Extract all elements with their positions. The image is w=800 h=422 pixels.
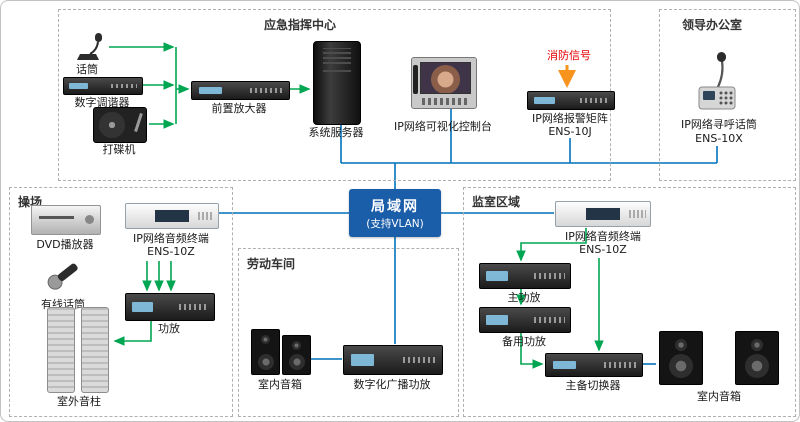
console-screen <box>420 62 471 94</box>
group-title-command-center: 应急指挥中心 <box>264 18 337 32</box>
alarm-matrix-model: ENS-10J <box>548 125 592 138</box>
system-server-icon <box>313 41 361 125</box>
group-workshop: 劳动车间 <box>238 248 459 417</box>
visual-console-label: IP网络可视化控制台 <box>394 120 492 133</box>
switcher-icon <box>545 353 643 377</box>
broadcast-amp-icon <box>343 345 443 375</box>
handset-icon <box>413 65 418 94</box>
main-amp-icon <box>479 263 571 289</box>
group-title-workshop: 劳动车间 <box>247 257 296 271</box>
dvd-player-icon <box>31 205 101 235</box>
lan-node: 局域网 (支持VLAN) <box>349 189 441 237</box>
wire-amp-columns <box>113 320 152 346</box>
paging-mic-model: ENS-10X <box>695 132 743 145</box>
visual-console-icon <box>411 57 477 109</box>
outdoor-column-icon <box>81 307 109 393</box>
dvd-player-label: DVD播放器 <box>36 238 94 251</box>
paging-mic-icon <box>693 51 741 113</box>
audio-terminal-right-model: ENS-10Z <box>579 243 627 256</box>
cd-deck-icon <box>93 107 147 143</box>
preamplifier-label: 前置放大器 <box>211 102 267 115</box>
outdoor-column-icon <box>47 307 75 393</box>
workshop-speakers-label: 室内音箱 <box>258 378 302 391</box>
audio-terminal-left-icon <box>125 203 219 229</box>
backup-amp-label: 备用功放 <box>502 335 546 348</box>
broadcast-amp-label: 数字化广播功放 <box>353 378 431 391</box>
amplifier-label: 功放 <box>158 322 180 335</box>
cd-deck-label: 打碟机 <box>102 143 136 156</box>
gooseneck-mic-icon <box>73 31 109 63</box>
lan-title: 局域网 <box>371 198 419 215</box>
audio-terminal-right-icon <box>555 201 651 227</box>
group-title-cell-area: 监室区域 <box>472 195 521 209</box>
cell-speakers-label: 室内音箱 <box>697 390 741 403</box>
audio-terminal-right-label: IP网络音频终端 <box>565 230 641 243</box>
main-amp-label: 主功放 <box>507 291 541 304</box>
audio-terminal-left-label: IP网络音频终端 <box>133 232 209 245</box>
group-title-leader-office: 领导办公室 <box>682 18 743 32</box>
indoor-speaker-icon <box>735 331 779 385</box>
group-cell-area: 监室区域 <box>463 187 796 417</box>
group-leader-office: 领导办公室 <box>659 9 796 181</box>
indoor-speaker-icon <box>659 331 703 385</box>
outdoor-column-label: 室外音柱 <box>57 395 101 408</box>
audio-terminal-left-model: ENS-10Z <box>147 245 195 258</box>
wire-terminal-mainamp <box>516 228 587 262</box>
digital-tuner-icon <box>63 77 143 95</box>
gooseneck-mic-label: 话筒 <box>76 63 98 76</box>
system-server-label: 系统服务器 <box>308 126 364 139</box>
fire-signal-label: 消防信号 <box>547 49 591 62</box>
alarm-matrix-label: IP网络报警矩阵 <box>532 112 608 125</box>
indoor-speaker-icon <box>282 335 311 375</box>
amplifier-icon <box>125 293 215 321</box>
digital-tuner-label: 数字调谐器 <box>74 96 130 109</box>
backup-amp-icon <box>479 307 571 333</box>
preamplifier-icon <box>191 81 290 100</box>
paging-mic-label: IP网络寻呼话筒 <box>681 118 757 131</box>
alarm-matrix-icon <box>527 91 615 110</box>
wire-backupamp-switcher <box>520 332 544 369</box>
indoor-speaker-icon <box>251 329 280 375</box>
wired-mic-icon <box>41 255 85 297</box>
switcher-label: 主备切换器 <box>565 379 621 392</box>
lan-subtitle: (支持VLAN) <box>366 217 424 230</box>
